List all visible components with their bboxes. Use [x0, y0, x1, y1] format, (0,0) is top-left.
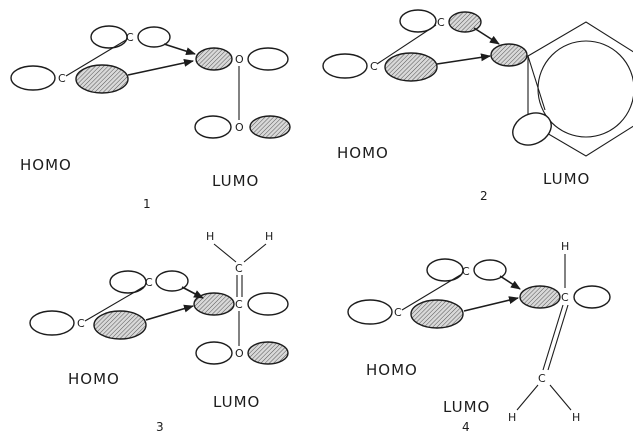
homo-label: HOMO	[68, 370, 120, 388]
panel-number: 3	[156, 420, 164, 434]
atom-label-c: C	[145, 276, 153, 289]
interaction-arrow	[473, 27, 500, 45]
interaction-arrow	[436, 53, 491, 65]
atom-label-o: O	[235, 347, 244, 360]
homo-label: HOMO	[366, 361, 418, 379]
lumo-label: LUMO	[213, 393, 260, 411]
homo-orbital: C C	[29, 270, 189, 340]
atom-label-c: C	[561, 291, 569, 304]
lumo-label: LUMO	[543, 170, 590, 188]
atom-label-c: C	[437, 16, 445, 29]
atom-label-c: C	[538, 372, 546, 385]
panel-number: 4	[462, 420, 470, 434]
atom-label-c: C	[462, 265, 470, 278]
lumo-orbital: O O	[194, 47, 291, 139]
lumo-orbital: H C C H H	[508, 240, 611, 424]
lumo-label: LUMO	[443, 398, 490, 416]
interaction-arrow	[163, 43, 196, 56]
homo-label: HOMO	[20, 156, 72, 174]
homo-orbital: C C	[10, 25, 171, 94]
homo-orbital: C C	[322, 9, 482, 82]
lumo-orbital: H H C C O	[193, 230, 289, 365]
atom-label-h: H	[572, 411, 580, 424]
atom-label-h: H	[206, 230, 214, 243]
atom-label-o: O	[235, 53, 244, 66]
panel-3: C C H H C C O HOMO LUMO 3	[29, 230, 289, 434]
atom-label-c: C	[235, 298, 243, 311]
panel-4: C C H C C H H HOMO LUMO 4	[347, 240, 611, 434]
interaction-arrow	[499, 275, 521, 290]
panel-1: C C O O HOMO LUMO 1	[10, 25, 291, 211]
interaction-arrow	[145, 304, 194, 321]
panel-2: C C HOMO LUMO 2	[322, 9, 633, 203]
atom-label-c: C	[58, 72, 66, 85]
atom-label-h: H	[561, 240, 569, 253]
atom-label-c: C	[394, 306, 402, 319]
interaction-arrow	[463, 296, 519, 312]
panel-number: 2	[480, 189, 488, 203]
atom-label-c: C	[370, 60, 378, 73]
lumo-orbital	[490, 21, 633, 157]
lumo-label: LUMO	[212, 172, 259, 190]
atom-label-h: H	[265, 230, 273, 243]
interaction-arrow	[181, 286, 204, 299]
interaction-arrow	[127, 58, 194, 76]
atom-label-c: C	[126, 31, 134, 44]
homo-label: HOMO	[337, 144, 389, 162]
atom-label-o: O	[235, 121, 244, 134]
homo-orbital: C C	[347, 258, 507, 329]
atom-label-c: C	[235, 262, 243, 275]
panel-number: 1	[143, 197, 151, 211]
atom-label-c: C	[77, 317, 85, 330]
atom-label-h: H	[508, 411, 516, 424]
